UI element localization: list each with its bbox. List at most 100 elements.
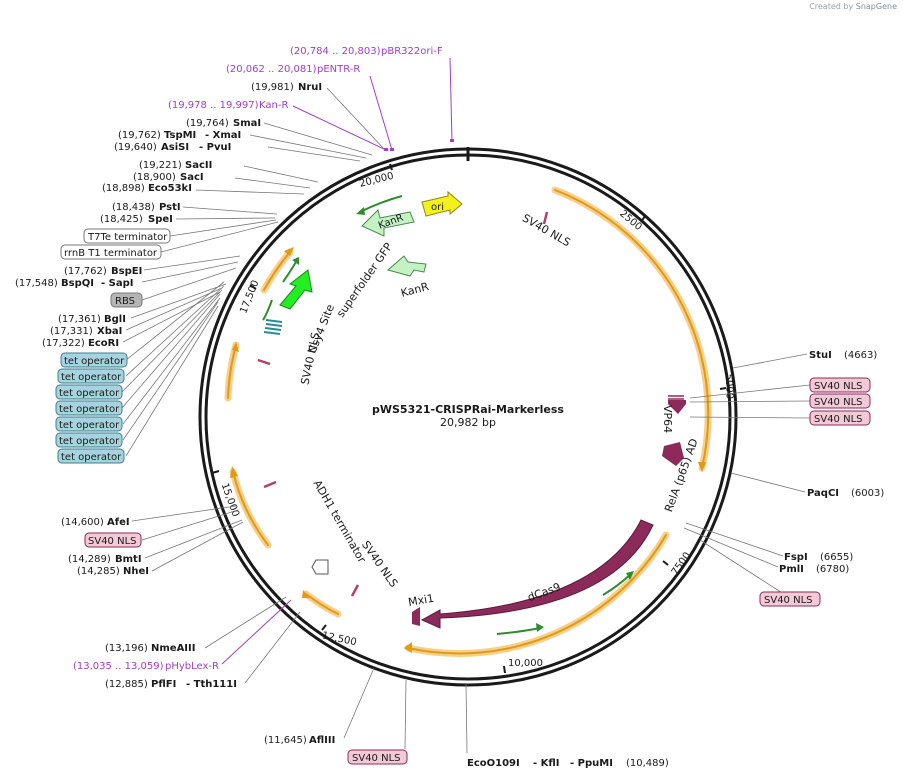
site-bspei-pos: (17,762) (64, 266, 107, 277)
primer-pbr322-range: (20,784 .. 20,803) (290, 46, 381, 57)
site-nrui-pos: (19,981) (251, 82, 294, 93)
site-xbai-pos: (17,331) (50, 326, 93, 337)
site-bspei-name: BspEI (111, 266, 142, 277)
primers-top: (20,784 .. 20,803) pBR322ori-F (20,062 .… (168, 46, 443, 111)
site-sacii-name: SacII (185, 160, 212, 171)
site-tspmi-name: TspMI (164, 130, 196, 141)
nls-box-right-2: SV40 NLS (814, 397, 863, 408)
site-nhei-name: NheI (123, 566, 149, 577)
box-rrnb: rrnB T1 terminator (64, 248, 158, 259)
nls-box-right-1: SV40 NLS (814, 381, 863, 392)
nls-box-bottom-label: SV40 NLS (352, 753, 401, 764)
tet-operator-6: tet operator (59, 436, 120, 447)
credit-prefix: Created by (809, 2, 854, 11)
site-psti-pos: (18,438) (112, 202, 155, 213)
sites-left-mid: (17,762) BspEI (17,548) BspQI - SapI (15, 266, 142, 289)
site-sacii-pos: (19,221) (139, 160, 182, 171)
primer-kanr-range: (19,978 .. 19,997) (168, 100, 259, 111)
site-bspqi-pos: (17,548) (15, 278, 58, 289)
kanr1-arrow (361, 209, 415, 237)
ori-label: ori (431, 202, 444, 213)
site-xmai-name: - XmaI (205, 130, 241, 141)
dcas9-arrow (420, 519, 654, 629)
kanr2-arrow (386, 255, 427, 277)
primer-kanr-name: Kan-R (259, 100, 288, 111)
tick-label-10000: 10,000 (508, 658, 543, 669)
site-leaders-right (683, 353, 811, 599)
nls-box-left-low: SV40 NLS (88, 536, 137, 547)
box-t7te: T7Te terminator (87, 232, 168, 243)
site-pvui-name: - PvuI (199, 142, 231, 153)
tick-label-5000: 5000 (723, 373, 735, 399)
site-bmti-pos: (14,289) (68, 554, 111, 565)
site-tspmi-pos: (19,762) (118, 130, 161, 141)
site-pflfi-pos: (12,885) (105, 679, 148, 690)
site-fspi-pos: (6655) (820, 552, 853, 563)
primer-phyblex-range: (13,035 .. 13,059) (73, 661, 164, 672)
tick-marks (211, 163, 727, 674)
sites-bottom-left: (13,196) NmeAIII (13,035 .. 13,059) pHyb… (73, 643, 335, 746)
primer-pbr322-name: pBR322ori-F (381, 46, 443, 57)
site-nmeaiii-name: NmeAIII (151, 643, 195, 654)
primer-leaders (292, 57, 453, 151)
site-bspqi-name: BspQI (61, 278, 94, 289)
primer-dots (384, 139, 454, 151)
snapgene-credit: Created by SnapGene (809, 2, 897, 11)
nls-boxes-right: SV40 NLS SV40 NLS SV40 NLS SV40 NLS (759, 377, 871, 607)
arc-large-right-core (554, 189, 710, 469)
site-tth111i-name: - Tth111I (186, 679, 237, 690)
tet-operator-5: tet operator (59, 420, 120, 431)
site-leaders-bottom (131, 505, 468, 754)
arc-large-right (551, 186, 712, 472)
phyblex-leader (221, 599, 292, 665)
site-paqci-name: PaqCI (807, 488, 839, 499)
primer-pentr-name: pENTR-R (317, 64, 360, 75)
site-pflfi-name: PflFI (151, 679, 176, 690)
site-eco0109i-name: EcoO109I (467, 758, 520, 769)
rbs-label: RBS (115, 296, 135, 307)
sfgfp-label: superfolder GFP (334, 240, 395, 320)
site-bmti-name: BmtI (115, 554, 142, 565)
arc-bottom-core (407, 534, 667, 655)
tet-operator-3: tet operator (59, 388, 120, 399)
vp64-label: VP64 (661, 405, 674, 433)
green-arrowheads (292, 207, 634, 632)
site-spei-pos: (18,425) (100, 214, 143, 225)
adh1-label: ADH1 terminator (311, 478, 369, 566)
site-afliii-pos: (11,645) (264, 735, 307, 746)
feature-arcs (224, 186, 712, 657)
snapgene-brand: SnapGene (855, 2, 897, 11)
primer-phyblex-name: pHybLex-R (165, 661, 219, 672)
sv40-lower-label: SV40 NLS (359, 539, 400, 590)
site-afei-pos: (14,600) (61, 517, 104, 528)
site-bgli-pos: (17,361) (58, 314, 101, 325)
tet-operator-2: tet operator (61, 372, 122, 383)
site-pmli-name: PmlI (779, 564, 804, 575)
nls-box-bottom (347, 749, 408, 765)
site-ecori-name: EcoRI (88, 338, 119, 349)
arc-adh1-core (305, 593, 339, 615)
site-afliii-name: AflIII (309, 735, 335, 746)
site-saci-name: SacI (180, 172, 204, 183)
site-saci-pos: (18,900) (133, 172, 176, 183)
kanr2-label: KanR (399, 280, 430, 300)
sites-right: StuI (4663) PaqCI (6003) FspI (6655) Pml… (779, 350, 884, 575)
site-ecori-pos: (17,322) (42, 338, 85, 349)
tet-operator-1: tet operator (64, 356, 125, 367)
site-asisi-pos: (19,640) (114, 142, 157, 153)
site-nmeaiii-pos: (13,196) (105, 643, 148, 654)
sfgfp-arrow (279, 269, 313, 310)
site-smai-pos: (19,764) (186, 118, 229, 129)
site-nhei-pos: (14,285) (77, 566, 120, 577)
site-ppumi-name: - PpuMI (570, 758, 613, 769)
arc-arrowheads (230, 247, 706, 653)
site-stui-pos: (4663) (844, 350, 877, 361)
tet-operator-7: tet operator (61, 452, 122, 463)
site-xbai-name: XbaI (97, 326, 122, 337)
terminator-boxes: T7Te terminator rrnB T1 terminator (60, 228, 171, 260)
sites-left-low: (14,600) AfeI SV40 NLS (14,289) BmtI (14… (61, 517, 149, 577)
site-bottom-center: EcoO109I - KflI - PpuMI (10,489) (467, 758, 669, 769)
kanr1-label: KanR (377, 212, 405, 231)
tet-operator-4: tet operator (59, 404, 120, 415)
site-pmli-pos: (6780) (816, 564, 849, 575)
